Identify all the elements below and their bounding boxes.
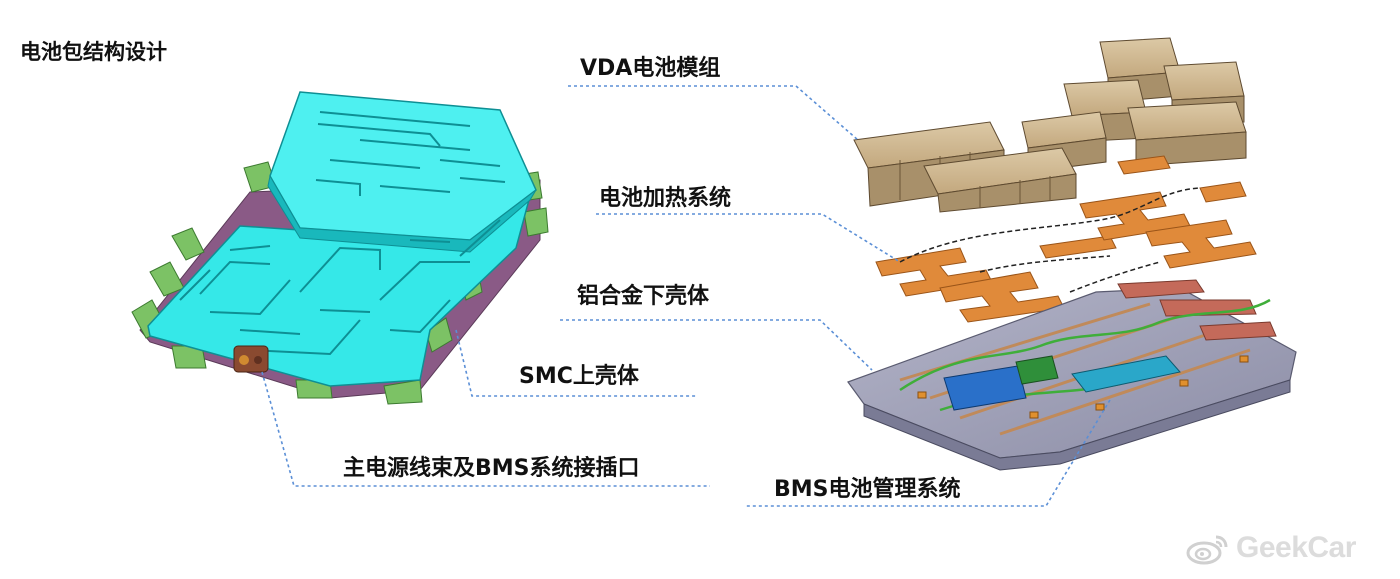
heating-pad	[1199, 181, 1247, 203]
heating-wiring	[899, 187, 1201, 293]
leader-vda	[568, 85, 859, 141]
leader-smc	[455, 329, 696, 397]
raised-box-ribs	[315, 111, 506, 196]
label-vda-module: VDA电池模组	[580, 56, 721, 81]
bms-main-board	[1071, 355, 1181, 393]
page-title: 电池包结构设计	[20, 40, 167, 64]
label-smc-upper-housing: SMC上壳体	[519, 364, 639, 389]
watermark-text: GeekCar	[1236, 531, 1356, 564]
tray-front-wall	[863, 379, 1291, 471]
label-bms-system: BMS电池管理系统	[774, 477, 961, 502]
bms-junction-box	[943, 365, 1027, 411]
label-heating-system: 电池加热系统	[599, 186, 732, 211]
harness-connector-port	[233, 345, 269, 373]
raised-box-front-face	[267, 174, 537, 253]
smc-upper-housing-assembly	[131, 91, 549, 405]
leader-lines	[261, 85, 1111, 507]
heating-pad	[1117, 155, 1171, 175]
heating-pad	[1039, 235, 1117, 259]
vda-module	[1127, 101, 1247, 167]
label-lower-housing: 铝合金下壳体	[577, 284, 710, 309]
watermark: GeekCar	[1186, 530, 1356, 566]
bms-components	[943, 355, 1181, 411]
vda-module	[923, 147, 1077, 213]
tray-fixtures	[917, 355, 1249, 419]
heating-system	[875, 155, 1257, 323]
heating-pad	[1145, 219, 1257, 269]
leader-heating	[596, 213, 901, 263]
vda-battery-modules	[853, 37, 1247, 213]
lower-body-ribs	[179, 219, 501, 356]
aluminum-lower-housing	[847, 279, 1297, 471]
leader-lower-housing	[560, 319, 873, 371]
leader-bms	[744, 399, 1111, 507]
weibo-icon	[1186, 535, 1228, 565]
label-main-harness-port: 主电源线束及BMS系统接插口	[343, 456, 640, 481]
